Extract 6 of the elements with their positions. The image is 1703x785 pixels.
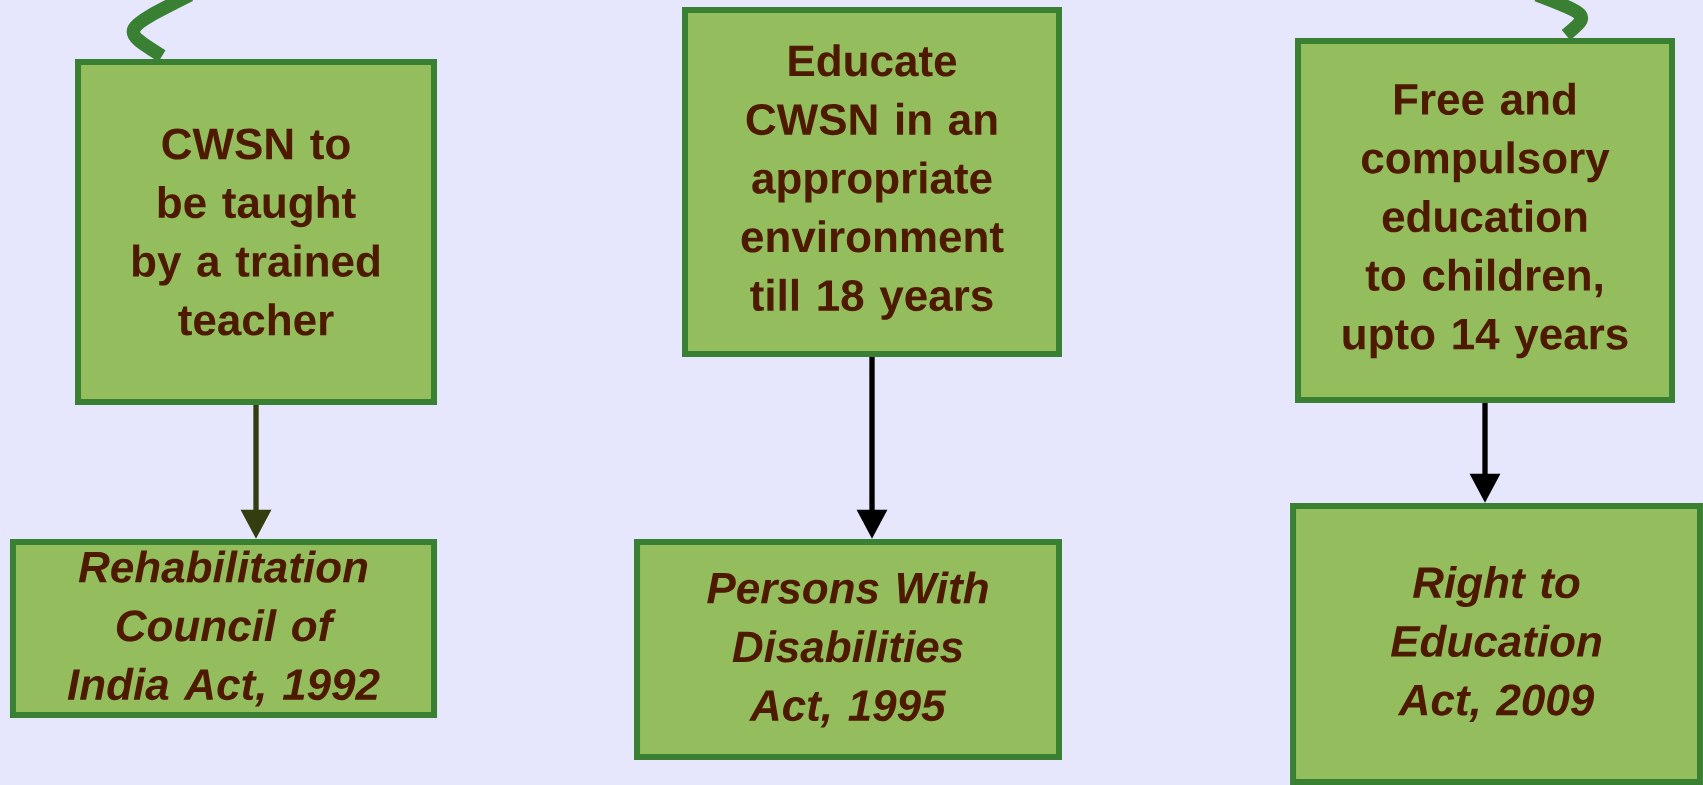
- text-box: Educate CWSN in an appropriate environment till 18 years: [682, 7, 1062, 357]
- text-box: Free and compulsory education to children, upto 14 years: [1295, 38, 1675, 403]
- text-box: CWSN to be taught by a trained teacher: [75, 59, 437, 405]
- text-box: Persons With Disabilities Act, 1995: [634, 539, 1062, 760]
- text-box: Right to Education Act, 2009: [1290, 503, 1703, 785]
- text-box: Rehabilitation Council of India Act, 1992: [10, 538, 438, 719]
